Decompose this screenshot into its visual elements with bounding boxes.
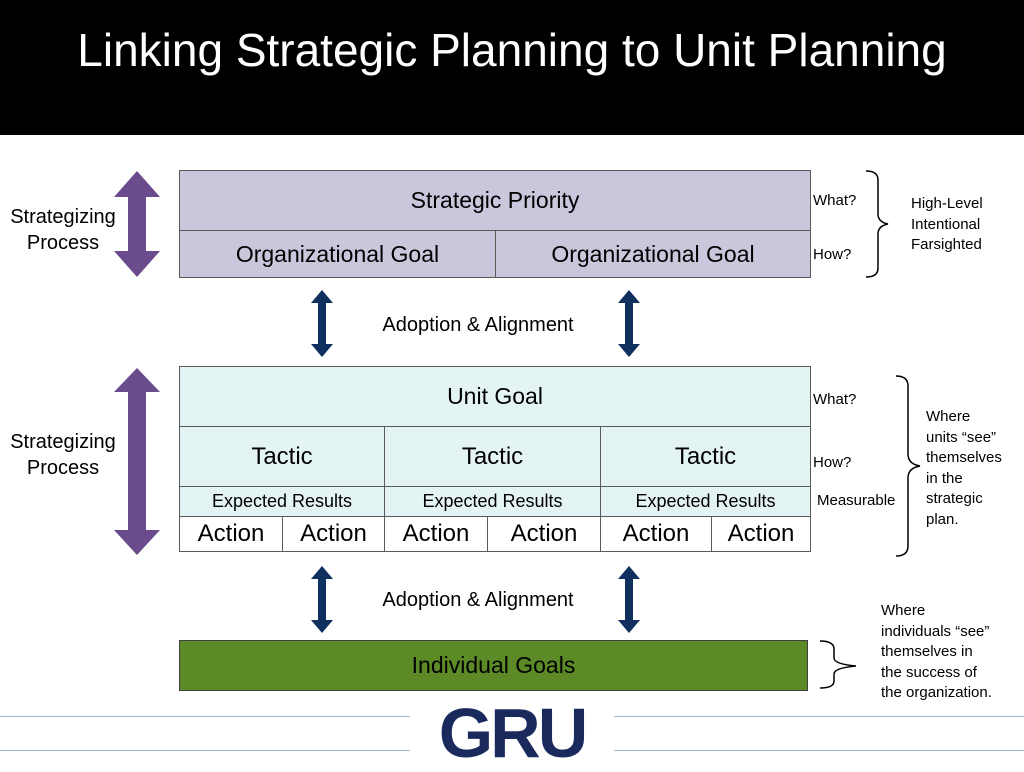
gru-logo: GRU [438, 694, 589, 772]
strategizing-label-bottom: Strategizing Process [2, 429, 124, 481]
org-goal-box-1: Organizational Goal [179, 230, 496, 278]
bracket-individual [819, 640, 857, 689]
action-label-4: Action [510, 520, 578, 547]
expected-results-label-2: Expected Results [422, 491, 563, 511]
tactic-box-1: Tactic [179, 426, 385, 487]
action-box-1: Action [179, 516, 283, 552]
strategic-bracket-note: High-Level Intentional Farsighted [911, 194, 1021, 256]
unit-measurable-label: Measurable [817, 492, 896, 509]
org-goal-label-1: Organizational Goal [235, 240, 440, 267]
navy-double-arrow-3 [311, 566, 333, 633]
expected-results-box-3: Expected Results [600, 486, 811, 517]
unit-note-line: in the [926, 469, 963, 487]
footer-rule-right-2 [614, 750, 1024, 751]
unit-note-line: themselves [926, 449, 1002, 466]
tactic-box-3: Tactic [600, 426, 811, 487]
individual-goals-label: Individual Goals [411, 652, 576, 678]
adoption-label-bottom: Adoption & Alignment [382, 589, 574, 611]
process-word: Process [26, 232, 100, 254]
expected-results-box-2: Expected Results [384, 486, 601, 517]
strategic-note-line: High-Level [911, 195, 983, 212]
org-goal-box-2: Organizational Goal [495, 230, 811, 278]
unit-goal-label: Unit Goal [447, 383, 543, 409]
action-label-3: Action [402, 520, 470, 547]
action-box-5: Action [600, 516, 712, 552]
action-box-2: Action [282, 516, 385, 552]
navy-double-arrow-1 [311, 290, 333, 357]
purple-double-arrow-bottom [114, 368, 160, 555]
tactic-label-2: Tactic [461, 442, 524, 470]
individual-bracket-note: Where individuals “see” themselves in th… [881, 601, 1021, 704]
individual-note-line: the organization. [881, 684, 992, 701]
strategic-priority-box: Strategic Priority [179, 170, 811, 231]
individual-note-line: the success of [881, 663, 977, 681]
adoption-label-top: Adoption & Alignment [382, 314, 574, 336]
navy-double-arrow-2 [618, 290, 640, 357]
unit-what-label: What? [813, 391, 857, 408]
process-word: Process [26, 457, 100, 479]
strategizing-word: Strategizing [10, 431, 116, 453]
tactic-label-1: Tactic [251, 442, 313, 470]
unit-note-line: Where [926, 408, 971, 425]
expected-results-label-3: Expected Results [635, 491, 776, 511]
strategizing-label-top: Strategizing Process [2, 204, 124, 256]
unit-note-line: strategic [926, 490, 983, 507]
action-label-1: Action [197, 520, 265, 547]
navy-double-arrow-4 [618, 566, 640, 633]
strategic-what-label: What? [813, 192, 857, 209]
title-bar [0, 0, 1024, 135]
strategic-priority-label: Strategic Priority [410, 187, 580, 213]
individual-goals-box: Individual Goals [179, 640, 808, 691]
action-label-5: Action [622, 520, 690, 547]
tactic-box-2: Tactic [384, 426, 601, 487]
action-box-4: Action [487, 516, 601, 552]
strategic-note-line: Farsighted [911, 236, 982, 253]
individual-note-line: themselves in [881, 643, 973, 660]
unit-how-label: How? [813, 454, 852, 471]
unit-bracket-note: Where units “see” themselves in the stra… [926, 407, 1022, 530]
purple-double-arrow-top [114, 171, 160, 277]
unit-goal-box: Unit Goal [179, 366, 811, 427]
individual-note-line: Where [881, 602, 926, 619]
action-label-2: Action [300, 520, 367, 547]
footer-rule-right-1 [614, 716, 1024, 717]
expected-results-box-1: Expected Results [179, 486, 385, 517]
strategic-how-label: How? [813, 246, 852, 263]
unit-note-line: plan. [926, 510, 959, 528]
strategic-note-line: Intentional [911, 215, 981, 233]
individual-note-line: individuals “see” [881, 622, 990, 640]
footer-rule-left-1 [0, 716, 410, 717]
footer-rule-left-2 [0, 750, 410, 751]
action-box-6: Action [711, 516, 811, 552]
strategizing-word: Strategizing [10, 206, 116, 228]
page-title: Linking Strategic Planning to Unit Plann… [77, 24, 947, 76]
bracket-strategic [865, 170, 889, 278]
bracket-unit [895, 375, 921, 557]
org-goal-label-2: Organizational Goal [551, 240, 755, 267]
unit-note-line: units “see” [926, 428, 997, 446]
action-label-6: Action [727, 520, 795, 547]
tactic-label-3: Tactic [674, 442, 737, 470]
expected-results-label-1: Expected Results [211, 491, 353, 511]
action-box-3: Action [384, 516, 488, 552]
